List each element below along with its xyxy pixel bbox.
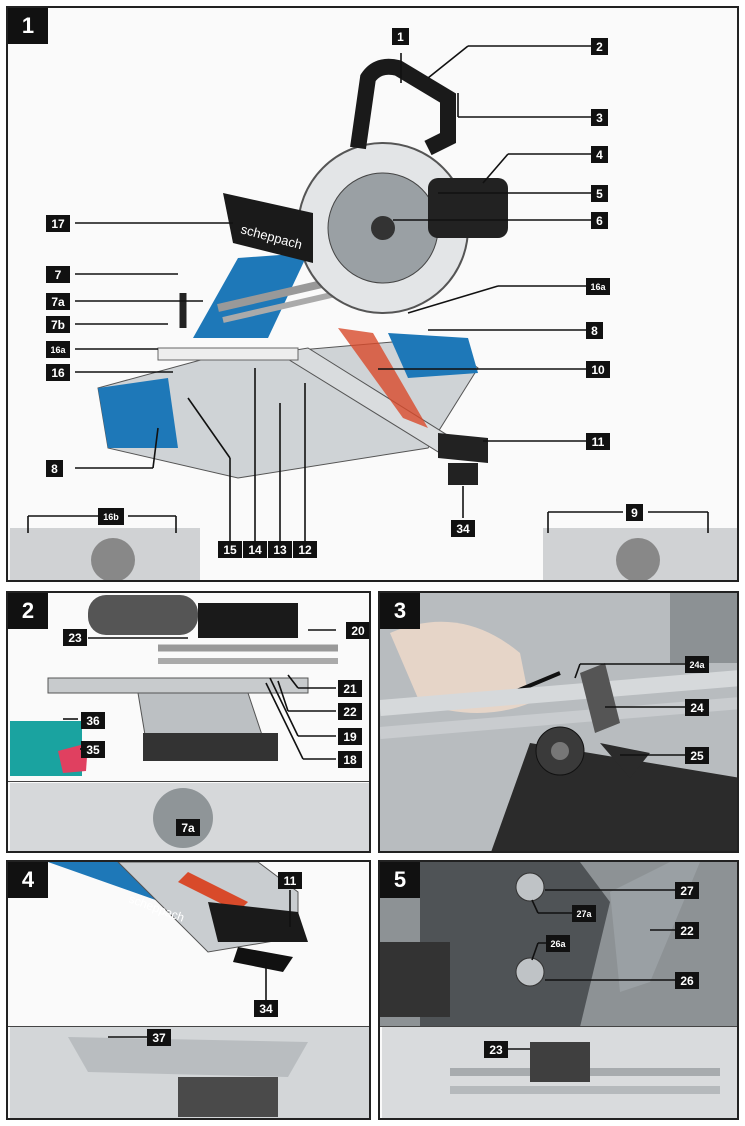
callout-label: 24a	[685, 656, 709, 673]
callout-label: 7b	[46, 316, 70, 333]
callout-label: 16	[46, 364, 70, 381]
callout-label: 7a	[46, 293, 70, 310]
slide-lock-illustration: scheppach	[10, 862, 369, 1118]
callout-label: 12	[293, 541, 317, 558]
callout-label: 25	[685, 747, 709, 764]
callout-label: 1	[392, 28, 409, 45]
panel-number: 5	[380, 862, 420, 898]
panel-divider	[8, 781, 369, 782]
callout-label: 27	[675, 882, 699, 899]
callout-label: 23	[484, 1041, 508, 1058]
callout-label: 13	[268, 541, 292, 558]
panel-number: 3	[380, 593, 420, 629]
callout-label: 9	[626, 504, 643, 521]
bevel-stop-screws-photo	[380, 862, 737, 1118]
callout-label: 34	[254, 1000, 278, 1017]
callout-label: 27a	[572, 905, 596, 922]
callout-label: 7a	[176, 819, 200, 836]
callout-label: 8	[46, 460, 63, 477]
callout-label: 24	[685, 699, 709, 716]
panel-number: 1	[8, 8, 48, 44]
callout-label: 7	[46, 266, 70, 283]
figure-panel-3: 3 24a 24 25	[378, 591, 739, 853]
callout-label: 3	[591, 109, 608, 126]
figure-panel-2: 2 23 20 21 22 19 18 36 35 7a	[6, 591, 371, 853]
callout-label: 6	[591, 212, 608, 229]
miter-saw-illustration: scheppach	[10, 45, 737, 580]
callout-label: 22	[338, 703, 362, 720]
callout-label: 10	[586, 361, 610, 378]
panel-number: 4	[8, 862, 48, 898]
callout-label: 2	[591, 38, 608, 55]
callout-label: 11	[278, 872, 302, 889]
callout-label: 22	[675, 922, 699, 939]
panel-divider	[380, 1026, 737, 1027]
callout-label: 4	[591, 146, 608, 163]
panel-number: 2	[8, 593, 48, 629]
callout-label: 26a	[546, 935, 570, 952]
callout-label: 11	[586, 433, 610, 450]
figure-panel-1: 1 scheppach	[6, 6, 739, 582]
callout-label: 26	[675, 972, 699, 989]
callout-label: 16a	[46, 341, 70, 358]
callout-label: 19	[338, 728, 362, 745]
callout-label: 18	[338, 751, 362, 768]
callout-label: 14	[243, 541, 267, 558]
callout-label: 35	[81, 741, 105, 758]
callout-label: 16b	[98, 508, 124, 525]
bevel-adjustment-photo	[380, 593, 737, 851]
panel-divider	[8, 1026, 369, 1027]
callout-label: 36	[81, 712, 105, 729]
callout-label: 20	[346, 622, 369, 639]
figure-panel-5: 5 27 27a 22 26a 26 23	[378, 860, 739, 1120]
callout-label: 5	[591, 185, 608, 202]
callout-label: 8	[586, 322, 603, 339]
saw-side-view-illustration	[10, 595, 369, 851]
callout-label: 17	[46, 215, 70, 232]
callout-label: 23	[63, 629, 87, 646]
callout-label: 34	[451, 520, 475, 537]
callout-label: 37	[147, 1029, 171, 1046]
callout-label: 21	[338, 680, 362, 697]
callout-label: 16a	[586, 278, 610, 295]
callout-label: 15	[218, 541, 242, 558]
figure-panel-4: 4 scheppach 11 34 37	[6, 860, 371, 1120]
